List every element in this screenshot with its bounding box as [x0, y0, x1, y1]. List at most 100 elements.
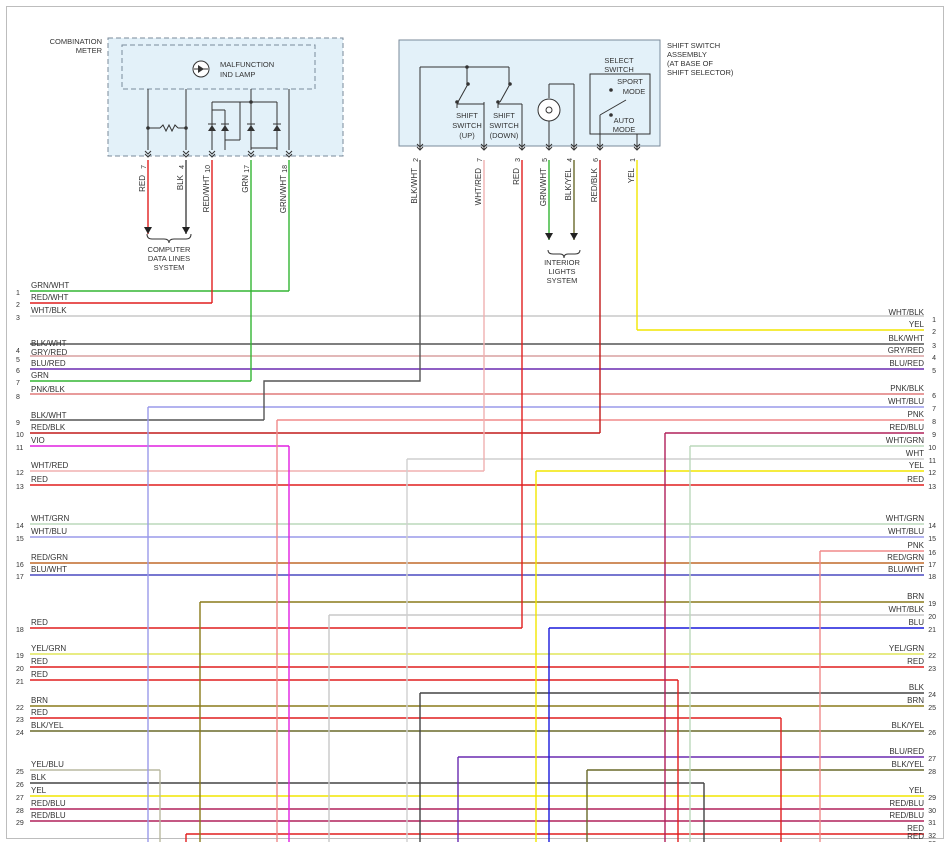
shift-pin-number: 6: [593, 158, 600, 162]
right-pin-number: 18: [928, 574, 936, 581]
right-pin-number: 16: [928, 550, 936, 557]
right-wire-label: RED/BLU: [889, 811, 924, 820]
left-pin-number: 12: [16, 470, 24, 477]
right-wire-label: BLU/RED: [889, 747, 924, 756]
left-wire-label: BRN: [31, 696, 48, 705]
left-pin-number: 21: [16, 679, 24, 686]
right-wire-label: YEL: [909, 786, 925, 795]
shift-assembly-label-4: SHIFT SELECTOR): [667, 68, 734, 77]
right-wire-label: BLU/WHT: [888, 565, 924, 574]
right-wire-label: WHT: [906, 449, 924, 458]
meter-pin-wire-label: GRN/WHT: [279, 175, 288, 213]
shift-pin-row: 2BLK/WHT7WHT/RED3RED5GRN/WHT4BLK/YEL6RED…: [410, 143, 641, 206]
interior-lights-label-3: SYSTEM: [547, 276, 578, 285]
arrowhead-icon: [182, 227, 190, 234]
left-wire-label: RED/GRN: [31, 553, 68, 562]
meter-pin-wire-label: BLK: [176, 174, 185, 190]
left-pin-number: 1: [16, 290, 20, 297]
left-wire-label: VIO: [31, 436, 45, 445]
shift-switch-internal-circuit: [419, 66, 638, 150]
right-pin-number: 14: [928, 523, 936, 530]
right-wire-label: YEL: [909, 320, 925, 329]
right-pin-number: 1: [932, 317, 936, 324]
left-pin-number: 20: [16, 666, 24, 673]
shift-pin-marker: [545, 143, 553, 151]
left-pin-number: 25: [16, 769, 24, 776]
left-wire-label: RED/BLU: [31, 799, 66, 808]
right-wire-label: WHT/GRN: [886, 436, 924, 445]
left-pin-number: 5: [16, 357, 20, 364]
left-wire-label: YEL: [31, 786, 47, 795]
right-pin-number: 23: [928, 666, 936, 673]
left-wire-label: BLK: [31, 773, 47, 782]
left-pin-number: 17: [16, 574, 24, 581]
right-wire-label: RED: [907, 657, 924, 666]
meter-pin-wire-label: GRN: [241, 175, 250, 193]
auto-mode-label-1: AUTO: [614, 116, 635, 125]
sport-mode-label-1: SPORT: [617, 77, 643, 86]
right-pin-number: 9: [932, 432, 936, 439]
right-pin-number: 2: [932, 329, 936, 336]
right-pin-number: 20: [928, 614, 936, 621]
right-wire-label: YEL: [909, 461, 925, 470]
left-pin-number: 29: [16, 820, 24, 827]
shift-switch-box: [398, 39, 661, 147]
left-pin-number: 3: [16, 315, 20, 322]
right-wire-label: RED/BLU: [889, 799, 924, 808]
right-pin-number: 10: [928, 445, 936, 452]
left-wire-label: WHT/BLU: [31, 527, 67, 536]
right-pin-number: 29: [928, 795, 936, 802]
shift-pin-wire-label: RED: [512, 168, 521, 185]
right-wire-label: WHT/GRN: [886, 514, 924, 523]
meter-pin-wire-label: RED: [138, 175, 147, 192]
shift-pin-number: 3: [515, 158, 522, 162]
left-wire-label: BLK/WHT: [31, 411, 67, 420]
right-pin-number: 25: [928, 705, 936, 712]
right-wire-label: BLK/YEL: [892, 760, 925, 769]
select-switch-label-2: SWITCH: [604, 65, 634, 74]
lamp-label-2: IND LAMP: [220, 70, 255, 79]
shift-pin-wire-label: RED/BLK: [590, 167, 599, 202]
left-wire-label: RED: [31, 657, 48, 666]
right-wire-label: RED: [907, 475, 924, 484]
shift-pin-marker: [570, 143, 578, 151]
combination-meter: COMBINATION METER MALFUNCTION IND LAMP: [50, 37, 344, 157]
malfunction-lamp-box: [121, 44, 316, 90]
left-pin-number: 2: [16, 302, 20, 309]
right-pin-number: 17: [928, 562, 936, 569]
left-wire-label: RED/BLU: [31, 811, 66, 820]
left-wire-label: GRN/WHT: [31, 281, 69, 290]
right-pin-number: 15: [928, 536, 936, 543]
shift-pin-wire-label: BLK/YEL: [564, 167, 573, 200]
shift-pin-number: 1: [630, 158, 637, 162]
left-pin-number: 27: [16, 795, 24, 802]
auto-mode-label-2: MODE: [613, 125, 636, 134]
right-pin-number: 11: [929, 458, 936, 465]
left-wire-label: WHT/BLK: [31, 306, 67, 315]
right-wire-label: WHT/BLU: [888, 397, 924, 406]
lamp-icon: [192, 60, 210, 78]
right-wire-label: PNK: [908, 541, 925, 550]
right-wire-label: RED: [907, 832, 924, 841]
combination-meter-label-1: COMBINATION: [50, 37, 102, 46]
right-pin-number: 3: [932, 343, 936, 350]
right-pin-number: 7: [932, 406, 936, 413]
sport-mode-label-2: MODE: [623, 87, 646, 96]
right-pin-number: 12: [928, 470, 936, 477]
left-wire-label: GRN: [31, 371, 49, 380]
shift-down-label-3: (DOWN): [490, 131, 519, 140]
data-lines-label-1: COMPUTER: [148, 245, 192, 254]
right-wire-label: RED/BLU: [889, 423, 924, 432]
shift-pin-marker: [518, 143, 526, 151]
left-pin-number: 4: [16, 348, 20, 355]
left-pin-number: 18: [16, 627, 24, 634]
computer-data-lines: COMPUTER DATA LINES SYSTEM: [146, 233, 192, 272]
shift-pin-number: 5: [542, 158, 549, 162]
shift-pin-wire-label: BLK/WHT: [410, 168, 419, 204]
left-wire-label: RED/WHT: [31, 293, 68, 302]
right-pin-number: 4: [932, 355, 936, 362]
shift-pin-wire-label: WHT/RED: [474, 168, 483, 206]
left-wire-label: RED: [31, 670, 48, 679]
right-wire-label: GRY/RED: [888, 346, 925, 355]
